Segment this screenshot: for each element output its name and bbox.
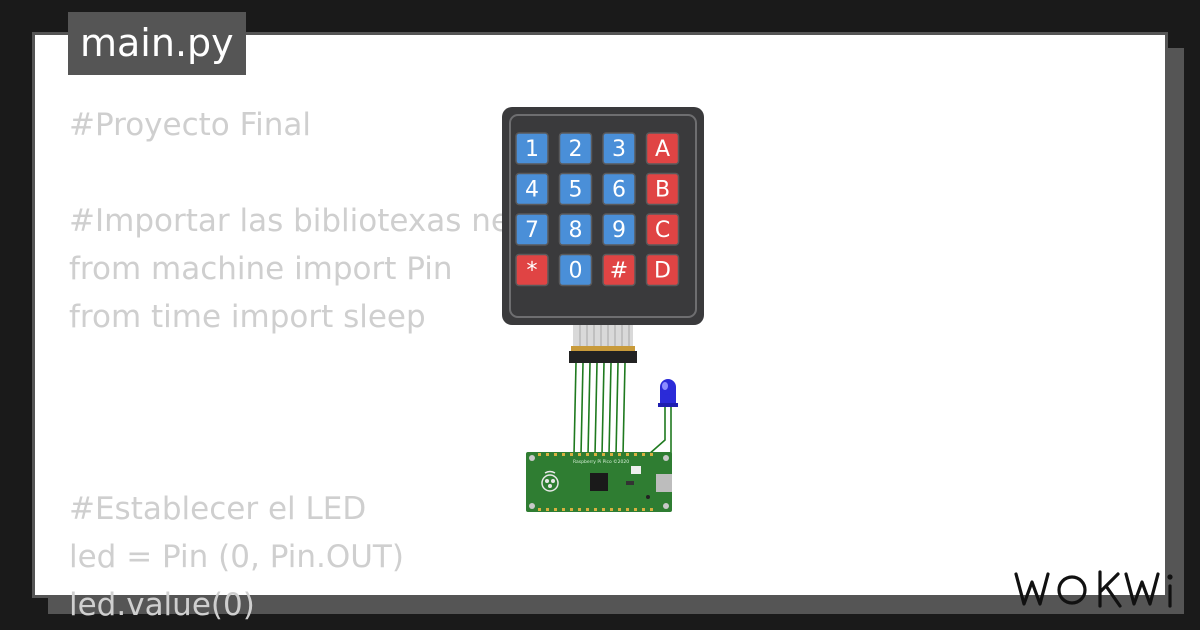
keypad-key-label: A (655, 137, 670, 162)
keypad-key-label: C (655, 218, 670, 243)
keypad-key-2[interactable]: 2 (558, 132, 593, 165)
keypad-key-label: * (527, 259, 538, 284)
keypad-key-label: 1 (525, 137, 539, 162)
keypad-key-label: 7 (525, 218, 539, 243)
usb-port (656, 474, 672, 492)
file-tab[interactable]: main.py (68, 12, 246, 75)
code-line: #Establecer el LED (69, 491, 367, 527)
keypad-keys: 1 2 3 A 4 5 6 B 7 8 9 C * 0 # D (515, 132, 680, 287)
keypad-key-B[interactable]: B (645, 172, 680, 206)
keypad-key-6[interactable]: 6 (602, 172, 636, 206)
code-line (69, 149, 527, 197)
led-wires (647, 405, 672, 456)
keypad-key-label: 9 (612, 218, 626, 243)
code-line: from machine import Pin (69, 251, 453, 287)
circuit-diagram: 1 2 3 A 4 5 6 B 7 8 9 C * 0 # D (502, 107, 704, 512)
keypad-key-*[interactable]: * (515, 253, 549, 287)
code-line (69, 389, 527, 437)
pico-board: Raspberry Pi Pico ©2020 (526, 452, 672, 512)
keypad-key-label: 4 (525, 178, 539, 203)
keypad-key-label: 0 (569, 259, 583, 284)
keypad-key-label: 2 (569, 137, 583, 162)
keypad-key-A[interactable]: A (645, 132, 680, 165)
keypad-key-label: 8 (569, 218, 583, 243)
pin-header (569, 351, 637, 363)
keypad-key-#[interactable]: # (602, 253, 636, 287)
raspberry-logo-icon (541, 470, 559, 492)
keypad-border (509, 114, 697, 318)
keypad-key-label: 3 (612, 137, 626, 162)
rp2040-chip (590, 473, 608, 491)
keypad-key-0[interactable]: 0 (558, 253, 593, 287)
keypad-key-label: D (654, 259, 671, 284)
keypad-key-5[interactable]: 5 (558, 172, 593, 206)
preview-card: #Proyecto Final #Importar las bibliotexa… (32, 32, 1168, 623)
keypad-key-4[interactable]: 4 (515, 172, 549, 206)
keypad-key-label: 5 (569, 178, 583, 203)
code-line: #Proyecto Final (69, 107, 312, 143)
keypad-key-label: B (655, 178, 670, 203)
wokwi-logo (1014, 570, 1173, 608)
keypad-key-D[interactable]: D (645, 253, 680, 287)
keypad-key-label: # (610, 259, 628, 284)
code-line (69, 437, 527, 485)
keypad-key-label: 6 (612, 178, 626, 203)
board-label: Raspberry Pi Pico ©2020 (573, 458, 629, 465)
keypad-wires (573, 362, 626, 456)
keypad-key-3[interactable]: 3 (602, 132, 636, 165)
ribbon-cable (571, 325, 635, 351)
keypad-key-1[interactable]: 1 (515, 132, 549, 165)
code-line: #Importar las bibliotexas nec (69, 203, 528, 239)
code-line: led.value(0) (69, 587, 255, 623)
keypad-key-8[interactable]: 8 (558, 213, 593, 246)
blue-led (658, 379, 678, 407)
keypad-key-9[interactable]: 9 (602, 213, 636, 246)
keypad-key-7[interactable]: 7 (515, 213, 549, 246)
code-preview: #Proyecto Final #Importar las bibliotexa… (69, 101, 527, 629)
bootsel-button (631, 466, 641, 474)
keypad-key-C[interactable]: C (645, 213, 680, 246)
code-line: led = Pin (0, Pin.OUT) (69, 539, 404, 575)
code-line (69, 341, 527, 389)
code-line: from time import sleep (69, 299, 426, 335)
